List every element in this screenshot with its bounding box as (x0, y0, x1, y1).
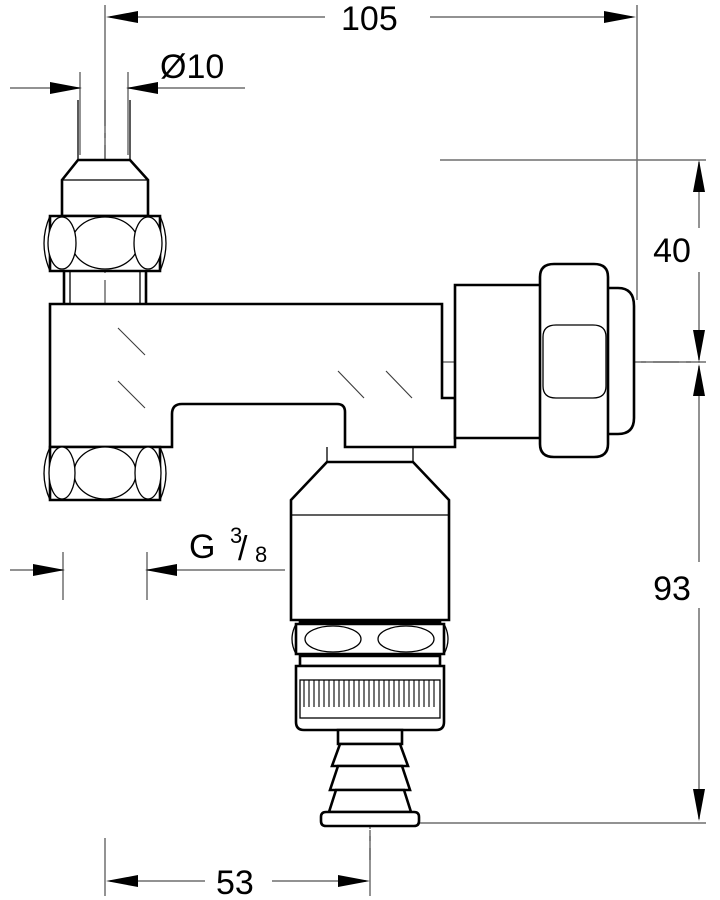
dimension-105: 105 (106, 0, 636, 38)
hose-connector-body (289, 447, 451, 640)
hose-barb (319, 728, 421, 828)
thread-label-prefix: G (189, 528, 215, 566)
hex-collar-ellipses (291, 622, 449, 668)
dimension-105-label: 105 (341, 0, 398, 38)
dimension-thread-g38-label: G 3 / 8 (189, 523, 267, 568)
dimension-93-label: 93 (653, 570, 691, 608)
body-construction-lines (117, 327, 413, 409)
valve-body (48, 302, 457, 449)
thread-label-slash: / (238, 530, 248, 568)
dimension-53: 53 (106, 864, 370, 900)
dimension-53-label: 53 (216, 864, 254, 900)
dimension-40-label: 40 (653, 232, 691, 270)
knurled-ring (294, 664, 446, 732)
thread-label-denominator: 8 (255, 542, 267, 567)
dimension-40: 40 (653, 160, 705, 362)
dimension-thread-g38: G 3 / 8 (10, 523, 285, 576)
inlet-cap-fitting (43, 100, 167, 304)
dimension-93: 93 (653, 364, 705, 821)
knurl-texture (303, 680, 435, 707)
outlet-union-nut (453, 262, 636, 459)
dimension-diameter-10: Ø10 (10, 48, 245, 94)
thread-label-numerator: 3 (230, 523, 242, 548)
dimension-diameter-10-label: Ø10 (160, 48, 224, 86)
lower-hex-nut (43, 445, 167, 502)
